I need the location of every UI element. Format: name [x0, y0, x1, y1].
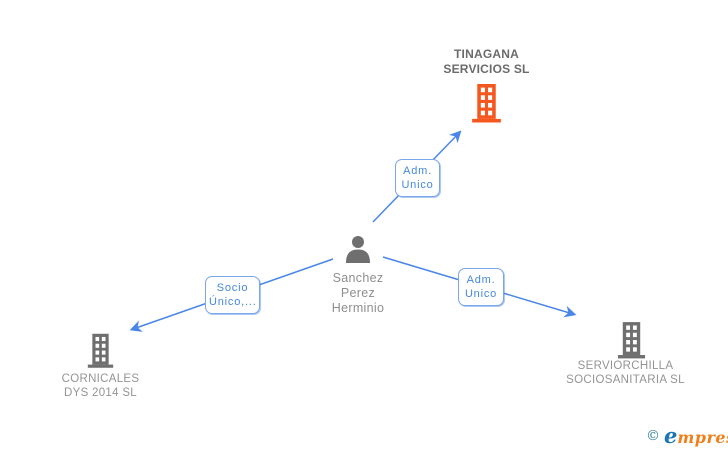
company-main-name-line2: SERVICIOS SL [443, 62, 530, 76]
company-right-name-line2: SOCIOSANITARIA SL [566, 374, 685, 386]
building-icon-tinagana[interactable] [470, 84, 503, 123]
company-right-name-line1: SERVIORCHILLA [577, 360, 674, 372]
edge-label-adm-unico-right: Adm. Unico [458, 268, 504, 306]
empresia-logo-text: mpresia [677, 428, 728, 447]
edge-label-line2: Unico [401, 179, 434, 191]
copyright-icon: © [646, 428, 660, 444]
empresia-logo: ©empresia [646, 423, 728, 448]
company-left-label[interactable]: CORNICALES DYS 2014 SL [28, 372, 173, 400]
company-main-label[interactable]: TINAGANA SERVICIOS SL [404, 47, 569, 77]
person-name-line2: Perez [340, 286, 376, 300]
edge-label-adm-unico-top: Adm. Unico [395, 159, 440, 197]
company-left-name-line2: DYS 2014 SL [64, 387, 137, 399]
person-name-line1: Sanchez [332, 271, 384, 285]
edge-label-line1: Adm. [403, 165, 432, 177]
company-left-name-line1: CORNICALES [61, 373, 140, 385]
company-right-label[interactable]: SERVIORCHILLA SOCIOSANITARIA SL [538, 359, 713, 387]
edge-label-socio-unico: Socio Único,... [205, 276, 260, 314]
company-main-name-line1: TINAGANA [454, 47, 519, 61]
building-icon-cornicales[interactable] [86, 332, 115, 370]
person-name-line3: Herminio [331, 301, 385, 315]
edge-label-line1: Adm. [466, 274, 496, 286]
empresia-logo-e: e [664, 423, 678, 448]
edge-label-line2: Único,... [209, 296, 257, 308]
edge-label-line1: Socio [216, 282, 249, 294]
edge-label-line2: Unico [464, 288, 498, 300]
person-icon[interactable] [343, 235, 373, 265]
person-label[interactable]: Sanchez Perez Herminio [308, 271, 408, 316]
building-icon-serviorchilla[interactable] [616, 321, 647, 360]
